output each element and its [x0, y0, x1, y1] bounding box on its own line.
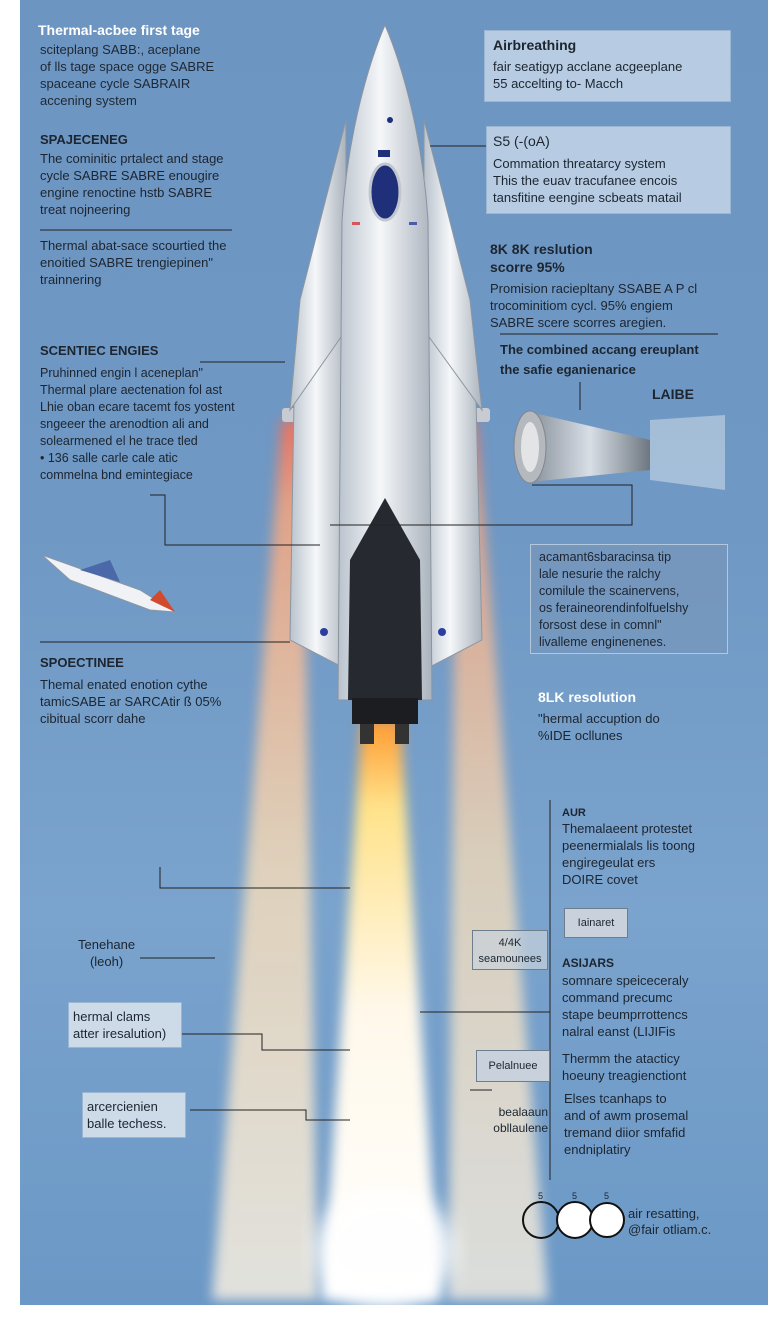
tag-1: Iainaret	[564, 908, 628, 938]
airbreathing-body: fair seatigyp acclane acgeeplane 55 acce…	[493, 59, 683, 91]
footer-num-2: 5	[572, 1191, 578, 1201]
footer-circles	[522, 1201, 625, 1239]
engine-notes-body: acamant6sbaracinsa tip lale nesurie the …	[539, 550, 689, 649]
system-panel-title: S5 (-(oA)	[493, 133, 550, 149]
tag-4: bealaaun obllaulene	[493, 1105, 548, 1135]
main-title: Thermal-acbee first tage	[38, 22, 200, 38]
airbreathing-panel: Airbreathing fair seatigyp acclane acgee…	[484, 30, 731, 102]
footer-num-3: 5	[604, 1191, 610, 1201]
tag-2: 4/4K seamounees	[472, 930, 548, 970]
air-body: Themalaeent protestet peenermialals lis …	[562, 821, 695, 887]
section-heading-4: SPOECTINEE	[40, 655, 124, 670]
laibe-label: LAIBE	[652, 386, 694, 402]
cockpit-window	[368, 162, 402, 222]
sabre-engine-illustration	[513, 410, 725, 490]
asiars-body: somnare speiceceraly command precumc sta…	[562, 973, 689, 1039]
callout-label-1: Tenehane (leoh)	[78, 937, 136, 969]
asiars-heading: ASIJARS	[562, 956, 615, 970]
section-heading-3: SCENTIEC ENGIES	[40, 343, 159, 358]
section-body-4: Themal enated enotion cythe tamicSABE ar…	[40, 677, 222, 726]
intro-text: sciteplang SABB:, aceplane of lls tage s…	[40, 42, 215, 108]
section-body-3: Pruhinned engin l aceneplan" Thermal pla…	[40, 366, 235, 482]
engine-notes-panel: acamant6sbaracinsa tip lale nesurie the …	[530, 544, 728, 654]
callout-label-2: hermal clams atter iresalution)	[73, 1009, 167, 1041]
center-exhaust-plume	[322, 720, 440, 1300]
therm-body: Thermm the atacticy hoeuny treagienction…	[562, 1051, 687, 1083]
rocket-illustration	[40, 23, 725, 1305]
callout-label-3: arcercienien balle techess.	[87, 1099, 167, 1131]
section-body-1: The cominitic prtalect and stage cycle S…	[40, 151, 224, 217]
resolution-title-2: 8LK resolution	[538, 689, 637, 705]
section-body-2: Thermal abat-sace scourtied the enoitied…	[40, 238, 227, 287]
resolution-body-2: "hermal accuption do %IDE ocllunes	[538, 711, 660, 743]
infographic-poster: Thermal-acbee first tage sciteplang SABB…	[20, 0, 768, 1305]
system-panel: S5 (-(oA) Commation threatarcy system Th…	[486, 126, 731, 214]
else-body: Elses tcanhaps to and of awm prosemal tr…	[564, 1091, 689, 1157]
footer-num-1: 5	[538, 1191, 544, 1201]
system-panel-body: Commation threatarcy system This the eua…	[493, 156, 682, 205]
footer-text: air resatting, @fair otliam.c.	[628, 1206, 712, 1237]
combined-text: The combined accang ereuplant the safie …	[500, 342, 699, 377]
callout-box-2: hermal clams atter iresalution)	[68, 1002, 182, 1048]
air-heading: AUR	[562, 807, 586, 819]
airbreathing-title: Airbreathing	[493, 37, 577, 53]
section-heading-1: SPAJECENEG	[40, 132, 128, 147]
resolution-body-1: Promision raciepltany SSABE A P cl troco…	[490, 281, 698, 330]
small-spaceplane-icon	[41, 554, 176, 613]
callout-box-3: arcercienien balle techess.	[82, 1092, 186, 1138]
resolution-title-1: 8K 8K reslution scorre 95%	[490, 241, 593, 275]
tag-3: Pelalnuee	[476, 1050, 550, 1082]
